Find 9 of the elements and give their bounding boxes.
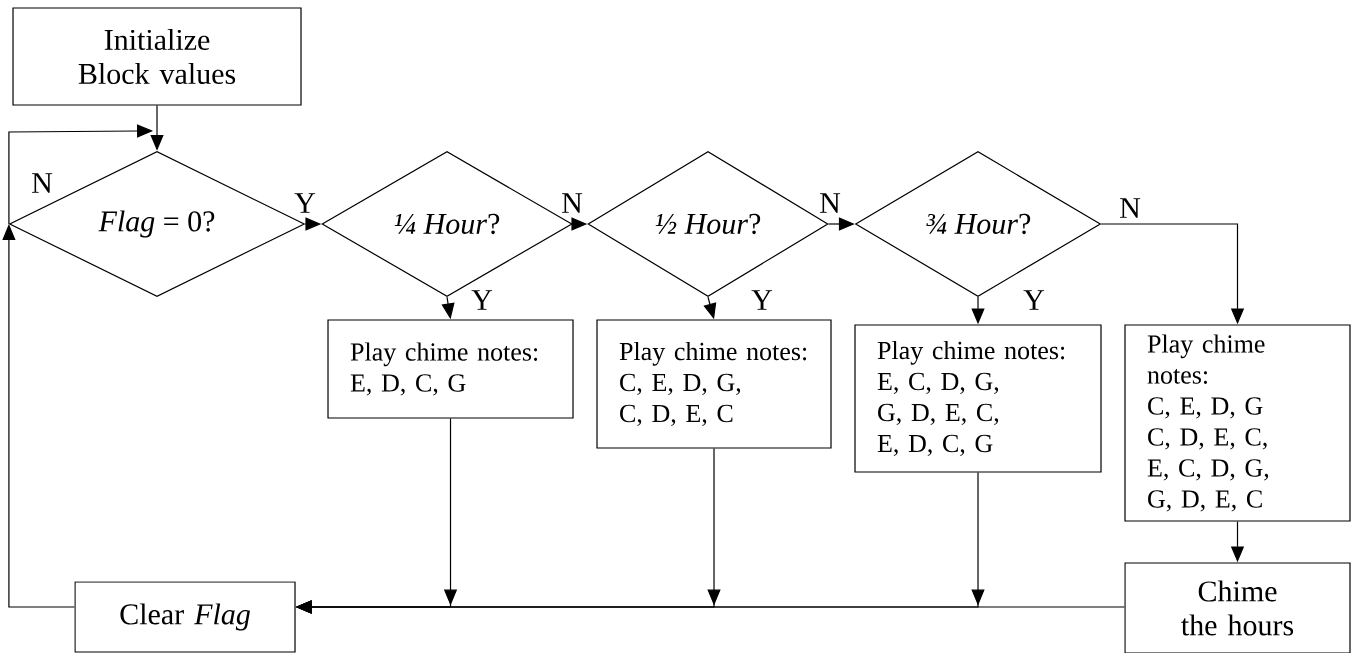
process-box: Play chime notes: C, E, D, G, C, D, E, C <box>596 319 832 449</box>
process-box: Clear Flag <box>74 581 296 653</box>
edge-label: N <box>1118 197 1142 219</box>
process-box: Play chime notes: E, C, D, G, G, D, E, C, E, D, C, G <box>854 324 1102 473</box>
edge-label: N <box>30 172 54 194</box>
process-box: Initialize Block values <box>12 7 302 106</box>
process-box: Chime the hours <box>1124 562 1351 653</box>
process-box: Play chime notes: E, D, C, G <box>327 319 574 419</box>
process-box: Play chime notes: C, E, D, G C, D, E, C, E, C, D, G, G, D, E, C <box>1124 324 1351 522</box>
